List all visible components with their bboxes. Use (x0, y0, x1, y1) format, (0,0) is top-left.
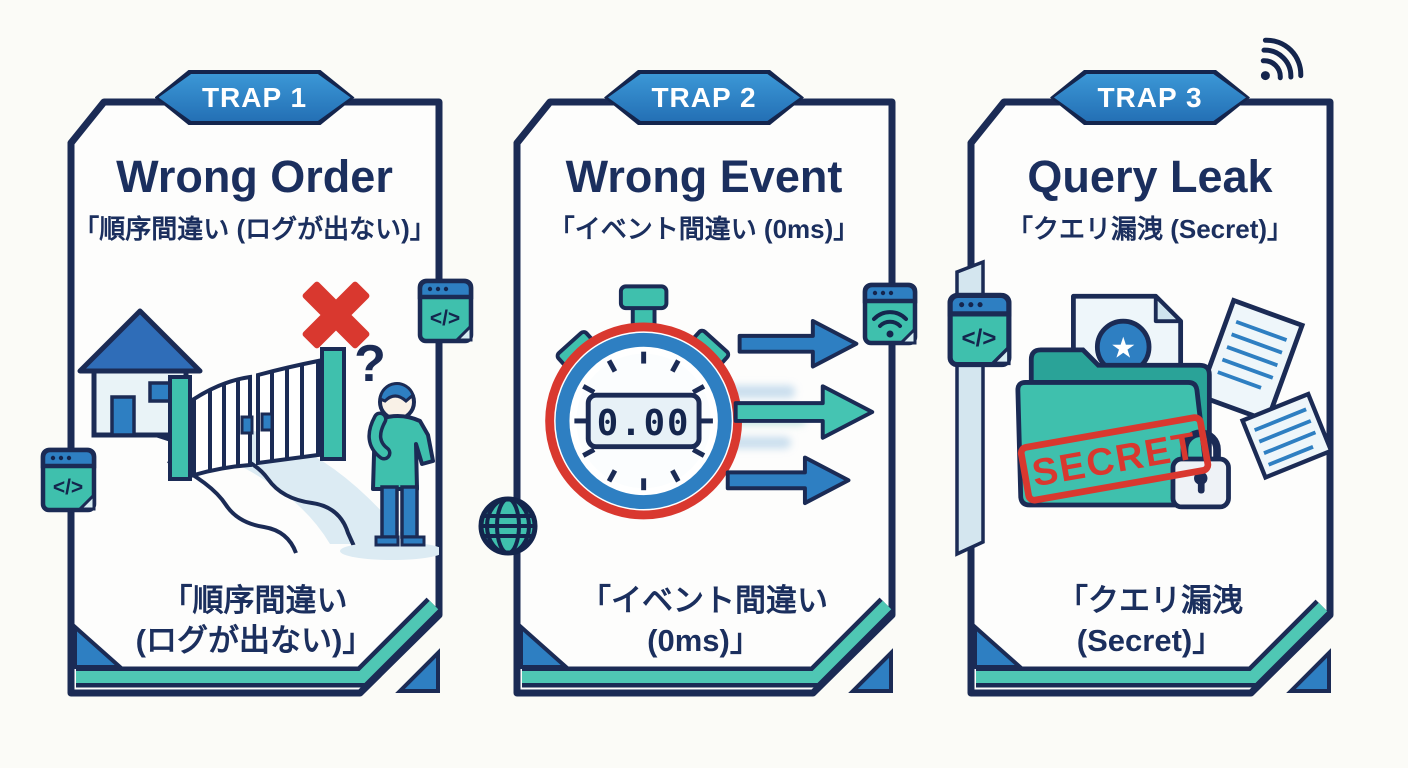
wrong-order-illustration: ? (70, 269, 444, 561)
trap-3-card: TRAP 3 Query Leak 「クエリ漏洩 (Secret)」 ★ (962, 70, 1338, 698)
badge-fill: TRAP 1 (158, 74, 351, 121)
globe-icon (478, 496, 538, 556)
card-title: Query Leak (1027, 151, 1273, 202)
bottom-band-teal (76, 600, 439, 683)
digital-display (585, 392, 702, 450)
code-window-icon: </> (417, 278, 474, 344)
corner-triangle-br (848, 648, 893, 693)
badge-fill: TRAP 3 (1054, 74, 1246, 121)
star-icon: ★ (1110, 333, 1136, 365)
arrow-bottom-icon (725, 455, 851, 506)
code-window-icon: </> (947, 292, 1012, 368)
wrong-event-illustration: 0.00 (516, 269, 892, 561)
badge-label: TRAP 2 (651, 81, 757, 113)
clock-ticks (574, 351, 713, 491)
card-subtitle: 「順序間違い (ログが出ない)」 (73, 214, 436, 244)
card-subtitle: 「クエリ漏洩 (Secret)」 (1006, 214, 1294, 244)
confused-person: ? (340, 335, 444, 560)
bottom-band-teal (976, 602, 1328, 683)
corner-triangle-bl (973, 622, 1026, 669)
caption-line-1: 「順序間違い (161, 583, 348, 618)
trap-3-badge: TRAP 3 (1050, 70, 1250, 125)
svg-text:</>: </> (430, 307, 460, 330)
svg-text:</>: </> (53, 476, 83, 499)
card-caption: 「順序間違い (ログが出ない)」 (62, 581, 447, 660)
caption-line-1: 「クエリ漏洩 (1057, 583, 1243, 618)
trap-1-badge: TRAP 1 (154, 70, 355, 125)
wifi-window-icon (862, 282, 918, 346)
open-gate-icon (168, 347, 346, 481)
svg-text:</>: </> (961, 325, 996, 352)
card-caption: 「クエリ漏洩 (Secret)」 (962, 581, 1338, 660)
card-frame (67, 98, 443, 697)
error-x-icon (302, 281, 370, 349)
badge-label: TRAP 1 (201, 81, 308, 113)
arrow-middle-icon (733, 384, 875, 440)
corner-triangle-bl (519, 622, 572, 669)
query-leak-illustration: ★ (970, 269, 1334, 561)
badge-fill: TRAP 2 (608, 74, 800, 121)
code-window-icon: </> (40, 447, 97, 513)
bottom-band-teal (522, 600, 892, 683)
secret-folder-icon (1015, 347, 1212, 508)
caption-line-2: (0ms)」 (647, 622, 761, 658)
caption-line-2: (Secret)」 (1076, 622, 1224, 658)
wifi-signal-icon (1260, 37, 1304, 81)
caption-line-2: (ログが出ない)」 (135, 622, 374, 658)
card-title: Wrong Order (116, 151, 393, 202)
leaked-document-2 (1239, 391, 1334, 481)
corner-triangle-br (395, 648, 440, 693)
arrow-top-icon (737, 319, 859, 369)
stopwatch-icon: 0.00 (545, 284, 743, 520)
corner-triangle-bl (73, 622, 126, 669)
badge-label: TRAP 3 (1097, 81, 1203, 113)
corner-triangle-br (1286, 648, 1331, 693)
caption-line-1: 「イベント間違い (580, 583, 828, 618)
leaked-document-1 (1195, 297, 1306, 424)
question-mark: ? (354, 335, 386, 393)
trap-2-badge: TRAP 2 (604, 70, 804, 125)
card-title: Wrong Event (565, 151, 843, 202)
card-caption: 「イベント間違い (0ms)」 (508, 581, 900, 660)
card-subtitle: 「イベント間違い (0ms)」 (548, 214, 860, 244)
display-value: 0.00 (597, 403, 691, 444)
trap-1-card: TRAP 1 Wrong Order 「順序間違い (ログが出ない)」 (62, 70, 447, 698)
trap-2-card: TRAP 2 Wrong Event 「イベント間違い (0ms)」 (508, 70, 900, 698)
